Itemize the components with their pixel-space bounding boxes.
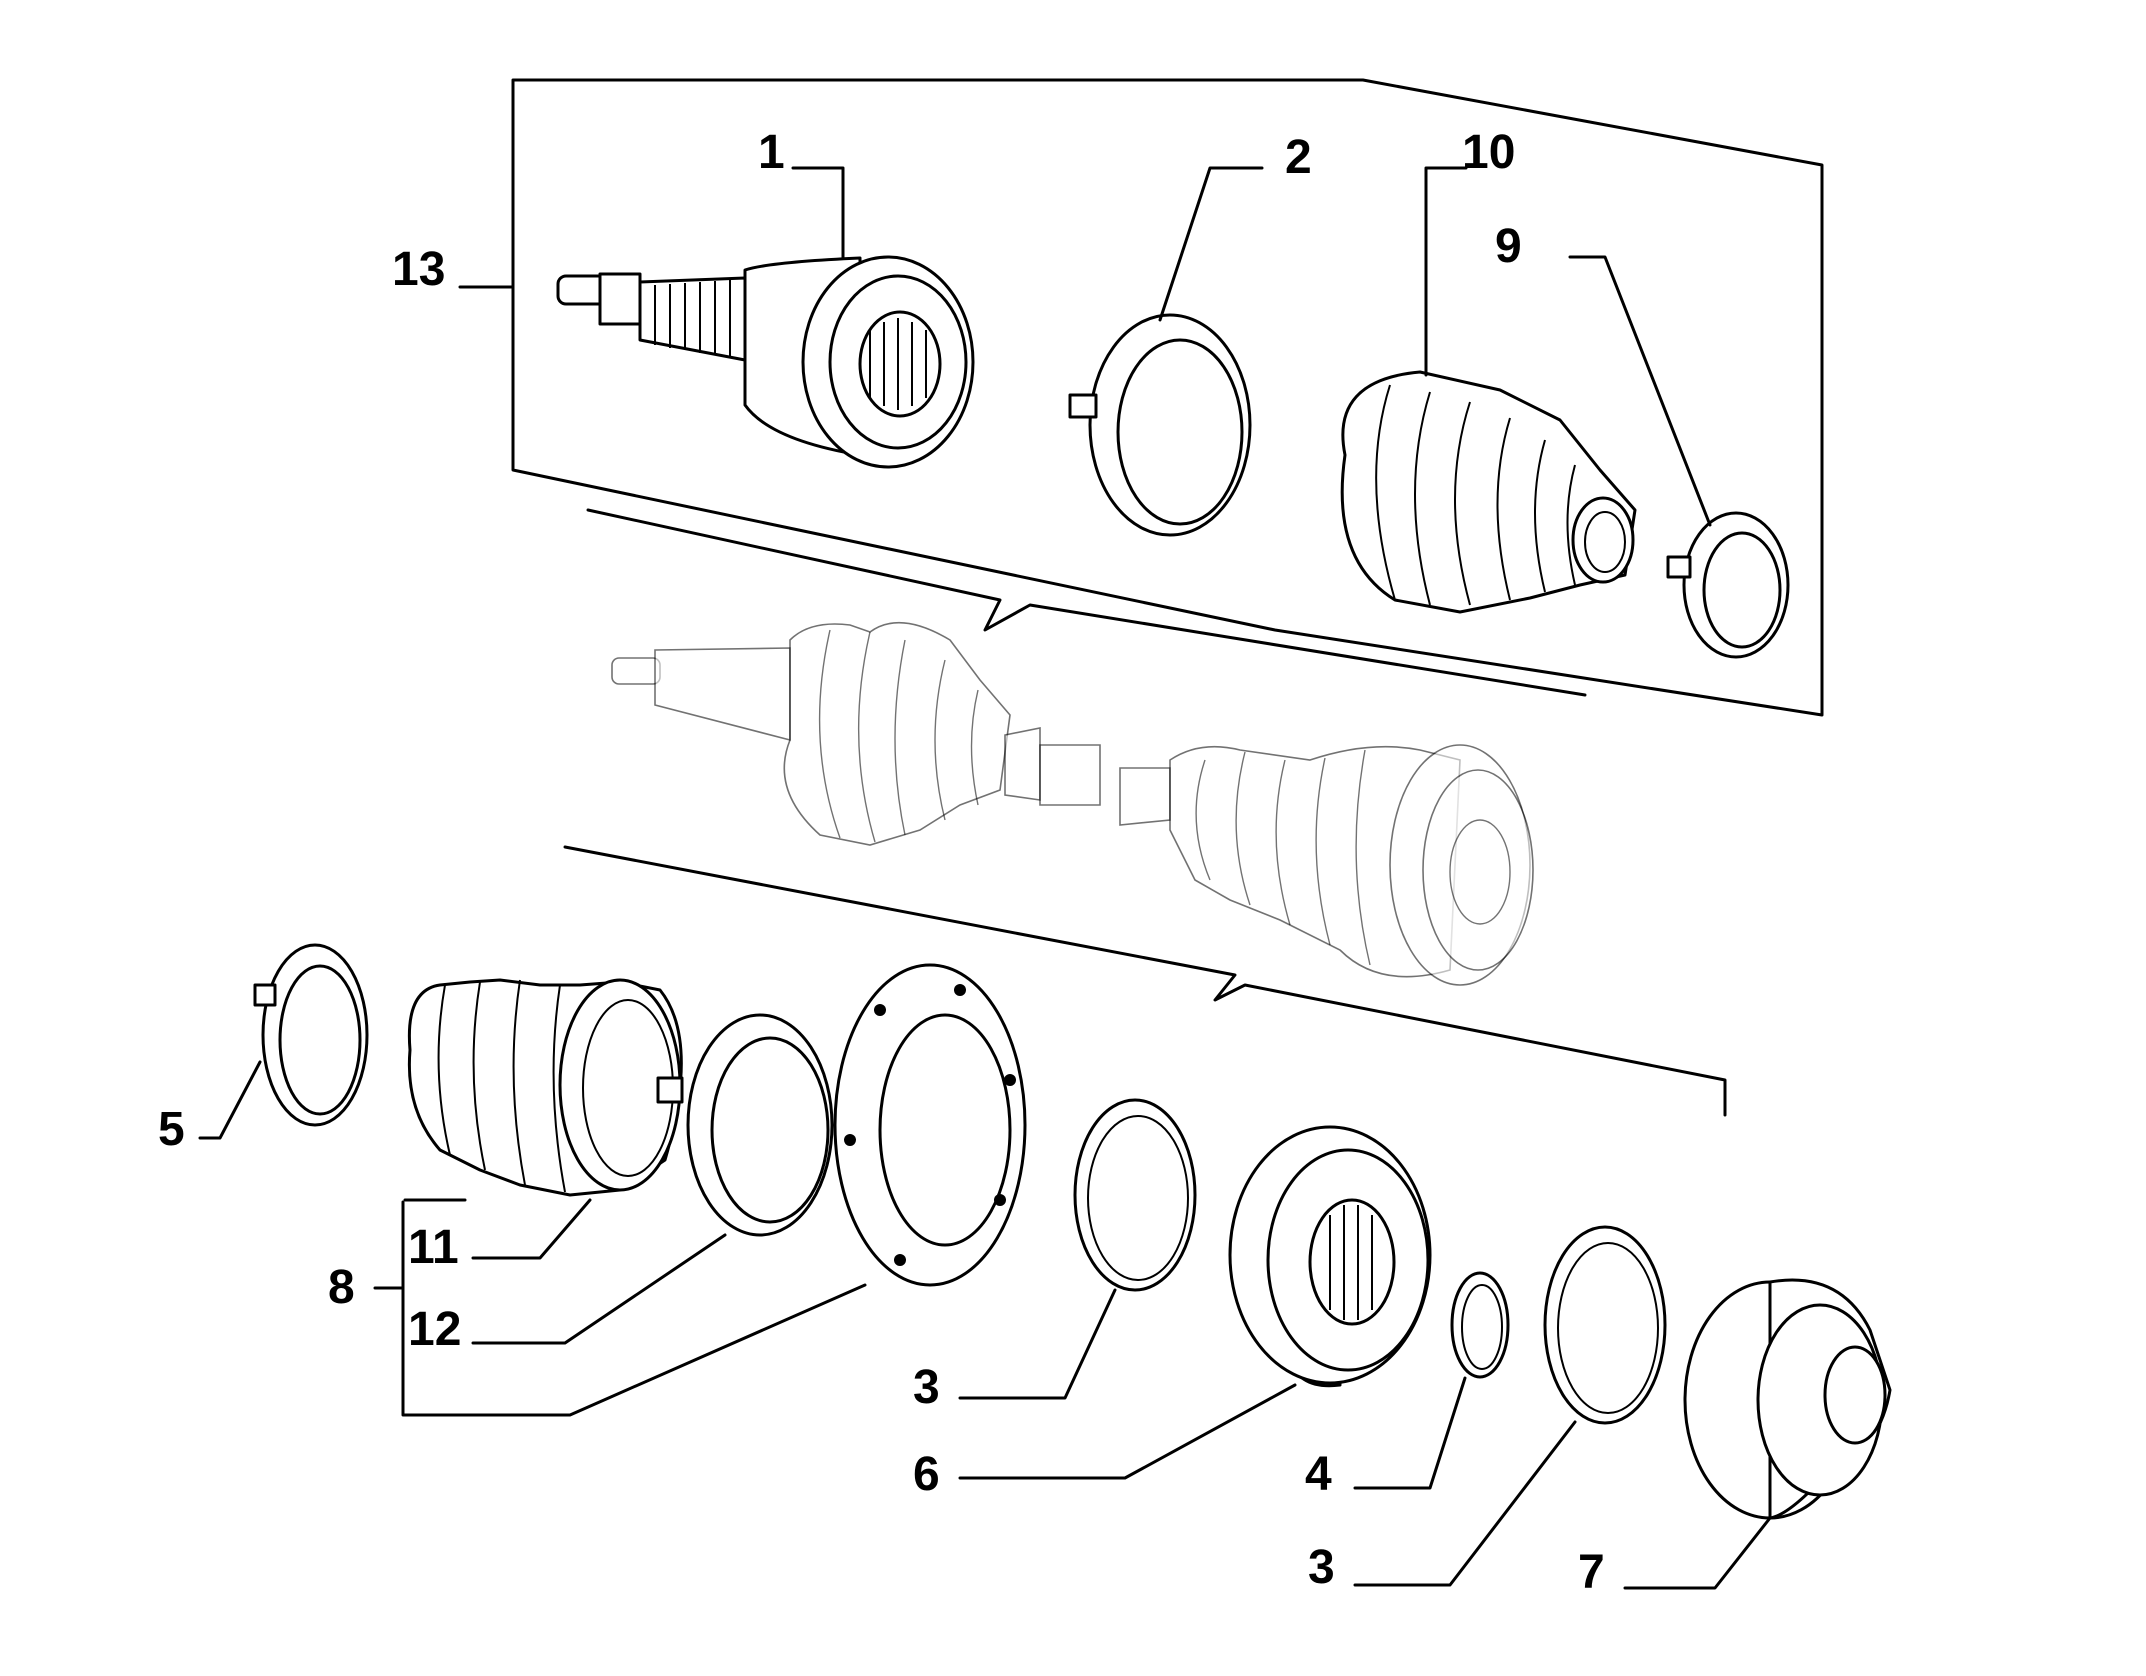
callout-3-first: 3 [913, 1361, 940, 1414]
part-9-small-clamp [1666, 511, 1790, 659]
callout-12: 12 [408, 1303, 461, 1356]
part-3-gasket-b [1543, 1225, 1667, 1425]
callout-5: 5 [158, 1103, 185, 1156]
part-7-cover-cap [1683, 1278, 1892, 1520]
callout-11: 11 [408, 1221, 459, 1274]
part-2-boot-clamp [1068, 313, 1252, 537]
assembled-driveshaft [611, 621, 1534, 986]
part-8-boot-ring [833, 963, 1027, 1287]
leader-lines [198, 166, 1772, 1590]
part-3-gasket-a [1073, 1098, 1197, 1292]
callout-2: 2 [1285, 131, 1312, 184]
callout-6: 6 [913, 1448, 940, 1501]
callout-9: 9 [1495, 220, 1522, 273]
part-1-outer-cv-joint [556, 255, 975, 469]
callout-4: 4 [1305, 1448, 1332, 1501]
part-6-inner-joint [1228, 1125, 1432, 1388]
part-4-circlip [1450, 1271, 1510, 1379]
callout-10: 10 [1462, 126, 1515, 179]
upper-group-bracket [586, 508, 1587, 697]
callout-labels: 1 2 10 9 13 5 11 8 12 3 6 4 3 7 [158, 126, 1605, 1599]
part-5-clamp [253, 943, 369, 1127]
part-12-clamp [656, 1013, 834, 1237]
callout-8: 8 [328, 1261, 355, 1314]
part-10-outer-boot [1340, 370, 1637, 614]
lower-group-bracket [563, 845, 1727, 1117]
callout-7: 7 [1578, 1546, 1605, 1599]
kit-13-frame [458, 78, 1824, 717]
callout-13: 13 [392, 243, 445, 296]
callout-3-second: 3 [1308, 1541, 1335, 1594]
part-11-inner-boot [407, 978, 683, 1197]
callout-1: 1 [758, 126, 785, 179]
